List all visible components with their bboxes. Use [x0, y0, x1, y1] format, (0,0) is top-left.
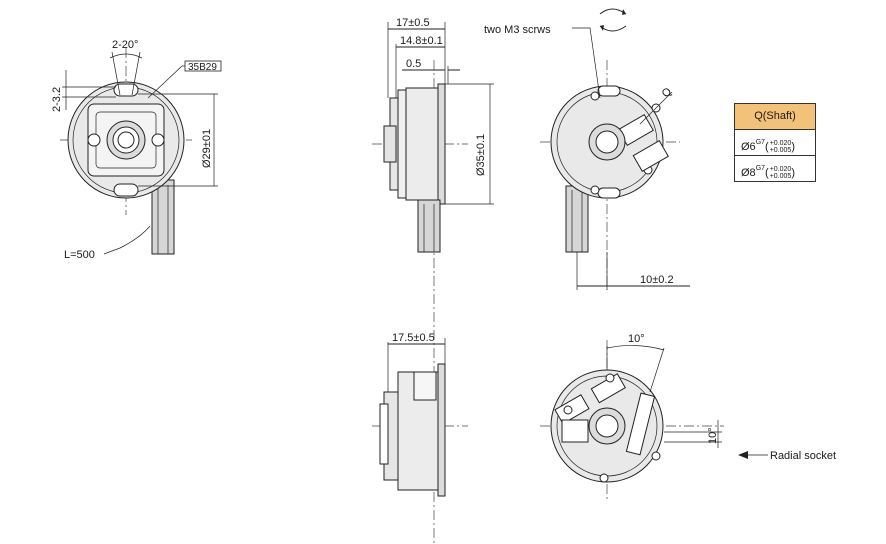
- shaft-tol: +0.020+0.005: [770, 166, 792, 180]
- shaft-fit: G7: [755, 165, 766, 172]
- tol-upper: +0.020: [769, 166, 792, 174]
- part-number-label: 35B29: [188, 62, 217, 73]
- dim-29-label: Ø29±01: [201, 129, 213, 168]
- shaft-fit: G7: [755, 139, 766, 146]
- paren-open: (: [765, 167, 769, 179]
- front-view: [60, 48, 222, 255]
- angle-2-20-label: 2-20°: [112, 39, 138, 51]
- dim-10-label: 10±0.2: [640, 274, 674, 286]
- angle-10-label: 10°: [628, 333, 645, 345]
- side-view-bottom: [372, 338, 468, 497]
- dim-14-8-label: 14.8±0.1: [400, 35, 443, 47]
- shaft-q-label: Q: [660, 85, 675, 100]
- tol-lower: +0.005: [769, 173, 792, 181]
- paren-open: (: [765, 141, 769, 153]
- shaft-row-8: Ø8G7(+0.020+0.005): [735, 156, 815, 181]
- shaft-dia: Ø8: [741, 167, 756, 179]
- dim-2-3-2-label: 2-3.2: [51, 87, 63, 112]
- paren-close: ): [791, 167, 795, 179]
- dim-17-label: 17±0.5: [396, 17, 430, 29]
- cable-length-label: L=500: [64, 249, 95, 261]
- dim-17-5-label: 17.5±0.5: [392, 332, 435, 344]
- dim-0-5-label: 0.5: [406, 58, 421, 70]
- dim-35-label: Ø35±0.1: [475, 134, 487, 176]
- radial-socket-label: Radial socket: [770, 450, 836, 462]
- tol-lower: +0.005: [769, 147, 792, 155]
- shaft-tol: +0.020+0.005: [770, 140, 792, 154]
- rear-view-bottom: [540, 340, 768, 500]
- shaft-dia: Ø6: [741, 141, 756, 153]
- angle-10-side-label: 10°: [707, 427, 719, 444]
- shaft-row-6: Ø6G7(+0.020+0.005): [735, 130, 815, 156]
- tol-upper: +0.020: [769, 140, 792, 148]
- shaft-table: Q(Shaft) Ø6G7(+0.020+0.005) Ø8G7(+0.020+…: [734, 103, 816, 182]
- shaft-table-header: Q(Shaft): [735, 104, 815, 130]
- screws-label: two M3 scrws: [484, 24, 551, 36]
- rear-view-top: [540, 8, 690, 290]
- paren-close: ): [791, 141, 795, 153]
